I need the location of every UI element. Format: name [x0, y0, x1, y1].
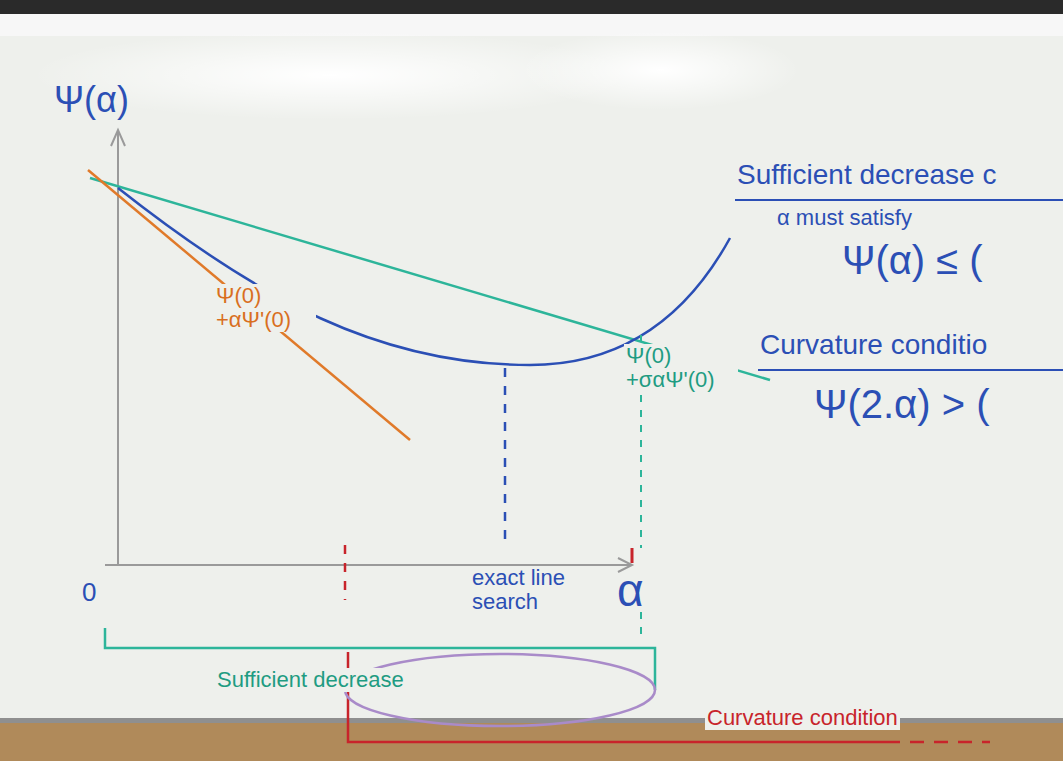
axis-label: Ψ(α): [52, 80, 131, 120]
curvature-marker: [344, 545, 347, 600]
point-label: exact line search: [470, 566, 579, 614]
axis-label: α: [615, 565, 646, 616]
curvature-bracket: [348, 652, 900, 742]
alpha-marker: [640, 612, 642, 640]
minimum-marker: [504, 368, 507, 548]
board-frame: [0, 718, 1063, 723]
heading: Curvature conditio: [758, 330, 989, 361]
formula: Ψ(α) ≤ (: [840, 238, 985, 282]
heading: Sufficient decrease c: [735, 160, 998, 191]
bracket-label: Sufficient decrease: [215, 668, 406, 692]
axis-arrowhead: [111, 130, 125, 146]
note: α must satisfy: [775, 206, 914, 230]
line-label: Ψ(0) +αΨ'(0): [214, 284, 316, 332]
axis-tick-label: 0: [80, 578, 98, 607]
alpha-tick: [631, 548, 634, 563]
board-frame: [0, 14, 1063, 36]
tangent-line: [88, 170, 410, 440]
line-label: Ψ(0) +σαΨ'(0): [624, 344, 738, 392]
curvature-bracket: [910, 741, 990, 744]
bracket-label: Curvature condition: [705, 706, 900, 730]
heading-underline: [735, 199, 1063, 201]
light-glare: [520, 30, 800, 110]
function-curve: [118, 188, 730, 365]
formula: Ψ(2.α) > (: [812, 382, 991, 426]
board-frame: [0, 0, 1063, 14]
heading-underline: [758, 369, 1063, 371]
